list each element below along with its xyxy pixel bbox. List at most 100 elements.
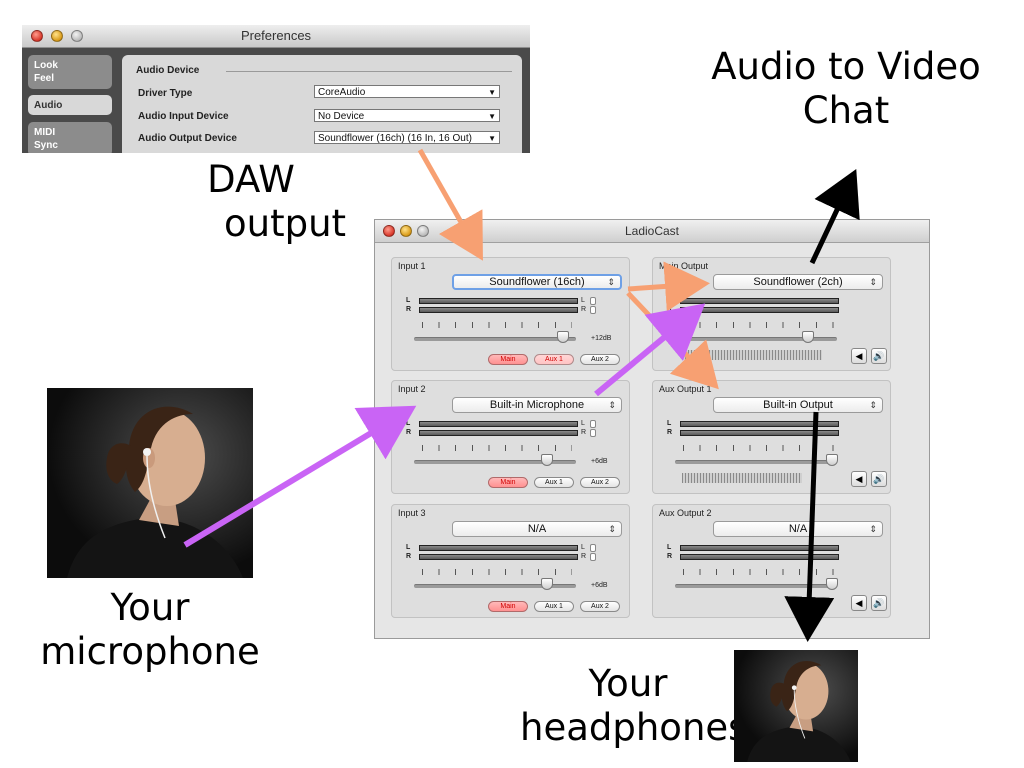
person-with-earbuds-image	[747, 661, 851, 762]
tab-feel-label: Feel	[34, 73, 55, 84]
left-stepper[interactable]	[590, 420, 596, 428]
slider-knob[interactable]	[540, 578, 553, 590]
volume-up-icon[interactable]: 🔊	[871, 471, 887, 487]
minimize-icon[interactable]	[51, 30, 63, 42]
input-2-meter-right	[419, 430, 578, 436]
section-title: Audio Device	[136, 65, 200, 76]
input-3-meter-left	[419, 545, 578, 551]
volume-down-icon[interactable]: ◀	[851, 348, 867, 364]
input-1-panel: Input 1 Soundflower (16ch)⇕ L R L R +12d…	[391, 257, 630, 371]
audio-input-device-label: Audio Input Device	[138, 111, 229, 122]
input-1-main-button[interactable]: Main	[488, 354, 528, 365]
input-1-device-value: Soundflower (16ch)	[489, 276, 585, 288]
headphones-person-photo	[734, 650, 858, 762]
main-output-meter-left	[680, 298, 839, 304]
aux-output-1-level-strip	[682, 473, 802, 483]
slider-knob[interactable]	[801, 331, 814, 343]
meter-right-label: R	[581, 553, 587, 560]
aux-output-1-device-select[interactable]: Built-in Output⇕	[713, 397, 883, 413]
main-output-panel: Main Output Soundflower (2ch)⇕ L R ◀ 🔊	[652, 257, 891, 371]
meter-left-label: L	[406, 544, 411, 551]
input-2-title: Input 2	[398, 384, 426, 394]
volume-down-icon[interactable]: ◀	[851, 595, 867, 611]
input-3-gain-slider[interactable]	[414, 584, 576, 588]
slider-knob[interactable]	[540, 454, 553, 466]
updown-arrows-icon: ⇕	[608, 400, 616, 410]
input-2-gain-slider[interactable]	[414, 460, 576, 464]
input-1-device-select[interactable]: Soundflower (16ch) ⇕	[452, 274, 622, 290]
volume-up-icon[interactable]: 🔊	[871, 348, 887, 364]
driver-type-label: Driver Type	[138, 88, 193, 99]
your-headphones-label: Your headphones	[520, 662, 748, 750]
input-1-title: Input 1	[398, 261, 426, 271]
input-2-device-value: Built-in Microphone	[489, 399, 585, 411]
preferences-title: Preferences	[240, 28, 312, 43]
updown-arrows-icon: ⇕	[607, 277, 615, 287]
audio-output-device-label: Audio Output Device	[138, 133, 237, 144]
aux-output-2-volume-slider[interactable]	[675, 584, 837, 588]
slider-knob[interactable]	[826, 578, 839, 590]
aux-output-2-meter-right	[680, 554, 839, 560]
input-3-main-button[interactable]: Main	[488, 601, 528, 612]
tab-audio[interactable]: Audio	[28, 95, 112, 115]
audio-settings-panel: Audio Device Driver Type CoreAudio▼ Audi…	[122, 55, 522, 153]
your-headphones-line1: Your	[588, 662, 668, 705]
left-stepper[interactable]	[590, 544, 596, 552]
input-1-aux1-button[interactable]: Aux 1	[534, 354, 574, 365]
audio-input-device-select[interactable]: No Device▼	[314, 109, 500, 122]
right-stepper[interactable]	[590, 306, 596, 314]
main-output-device-value: Soundflower (2ch)	[753, 276, 843, 288]
audio-output-device-value: Soundflower (16ch) (16 In, 16 Out)	[318, 133, 472, 144]
input-3-aux2-button[interactable]: Aux 2	[580, 601, 620, 612]
gain-ticks	[422, 322, 572, 328]
main-output-device-select[interactable]: Soundflower (2ch)⇕	[713, 274, 883, 290]
tab-audio-label: Audio	[34, 100, 63, 111]
right-stepper[interactable]	[590, 429, 596, 437]
volume-ticks	[683, 445, 839, 451]
meter-left-label: L	[406, 420, 411, 427]
daw-output-line2: output	[224, 202, 347, 245]
input-2-aux2-button[interactable]: Aux 2	[580, 477, 620, 488]
input-1-aux2-button[interactable]: Aux 2	[580, 354, 620, 365]
input-2-main-button[interactable]: Main	[488, 477, 528, 488]
meter-left-label: L	[667, 544, 672, 551]
zoom-icon[interactable]	[71, 30, 83, 42]
microphone-person-photo	[47, 388, 253, 578]
input-3-meter-right	[419, 554, 578, 560]
volume-up-icon[interactable]: 🔊	[871, 595, 887, 611]
right-stepper[interactable]	[590, 553, 596, 561]
slider-knob[interactable]	[557, 331, 570, 343]
meter-right-label: R	[406, 553, 412, 560]
volume-ticks	[683, 569, 839, 575]
meter-right-label: R	[406, 306, 412, 313]
meter-left-label: L	[581, 297, 585, 304]
tab-look-feel[interactable]: Look Feel	[28, 55, 112, 89]
meter-left-label: L	[406, 297, 411, 304]
volume-ticks	[683, 322, 839, 328]
your-headphones-line2: headphones	[520, 706, 748, 749]
input-2-device-select[interactable]: Built-in Microphone ⇕	[452, 397, 622, 413]
input-2-meter-left	[419, 421, 578, 427]
audio-output-device-select[interactable]: Soundflower (16ch) (16 In, 16 Out)▼	[314, 131, 500, 144]
input-1-gain-slider[interactable]	[414, 337, 576, 341]
meter-right-label: R	[667, 429, 673, 436]
tab-midi-sync[interactable]: MIDI Sync	[28, 122, 112, 153]
person-with-earbuds-image	[67, 406, 243, 578]
volume-down-icon[interactable]: ◀	[851, 471, 867, 487]
slider-knob[interactable]	[826, 454, 839, 466]
left-stepper[interactable]	[590, 297, 596, 305]
input-3-device-select[interactable]: N/A⇕	[452, 521, 622, 537]
driver-type-value: CoreAudio	[318, 87, 366, 98]
aux-output-1-volume-slider[interactable]	[675, 460, 837, 464]
main-output-volume-slider[interactable]	[675, 337, 837, 341]
meter-left-label: L	[581, 544, 585, 551]
meter-right-label: R	[667, 553, 673, 560]
input-2-aux1-button[interactable]: Aux 1	[534, 477, 574, 488]
driver-type-select[interactable]: CoreAudio▼	[314, 85, 500, 98]
aux-output-2-device-select[interactable]: N/A⇕	[713, 521, 883, 537]
close-icon[interactable]	[383, 225, 395, 237]
aux-output-1-title: Aux Output 1	[659, 384, 712, 394]
input-3-aux1-button[interactable]: Aux 1	[534, 601, 574, 612]
close-icon[interactable]	[31, 30, 43, 42]
minimize-icon[interactable]	[400, 225, 412, 237]
